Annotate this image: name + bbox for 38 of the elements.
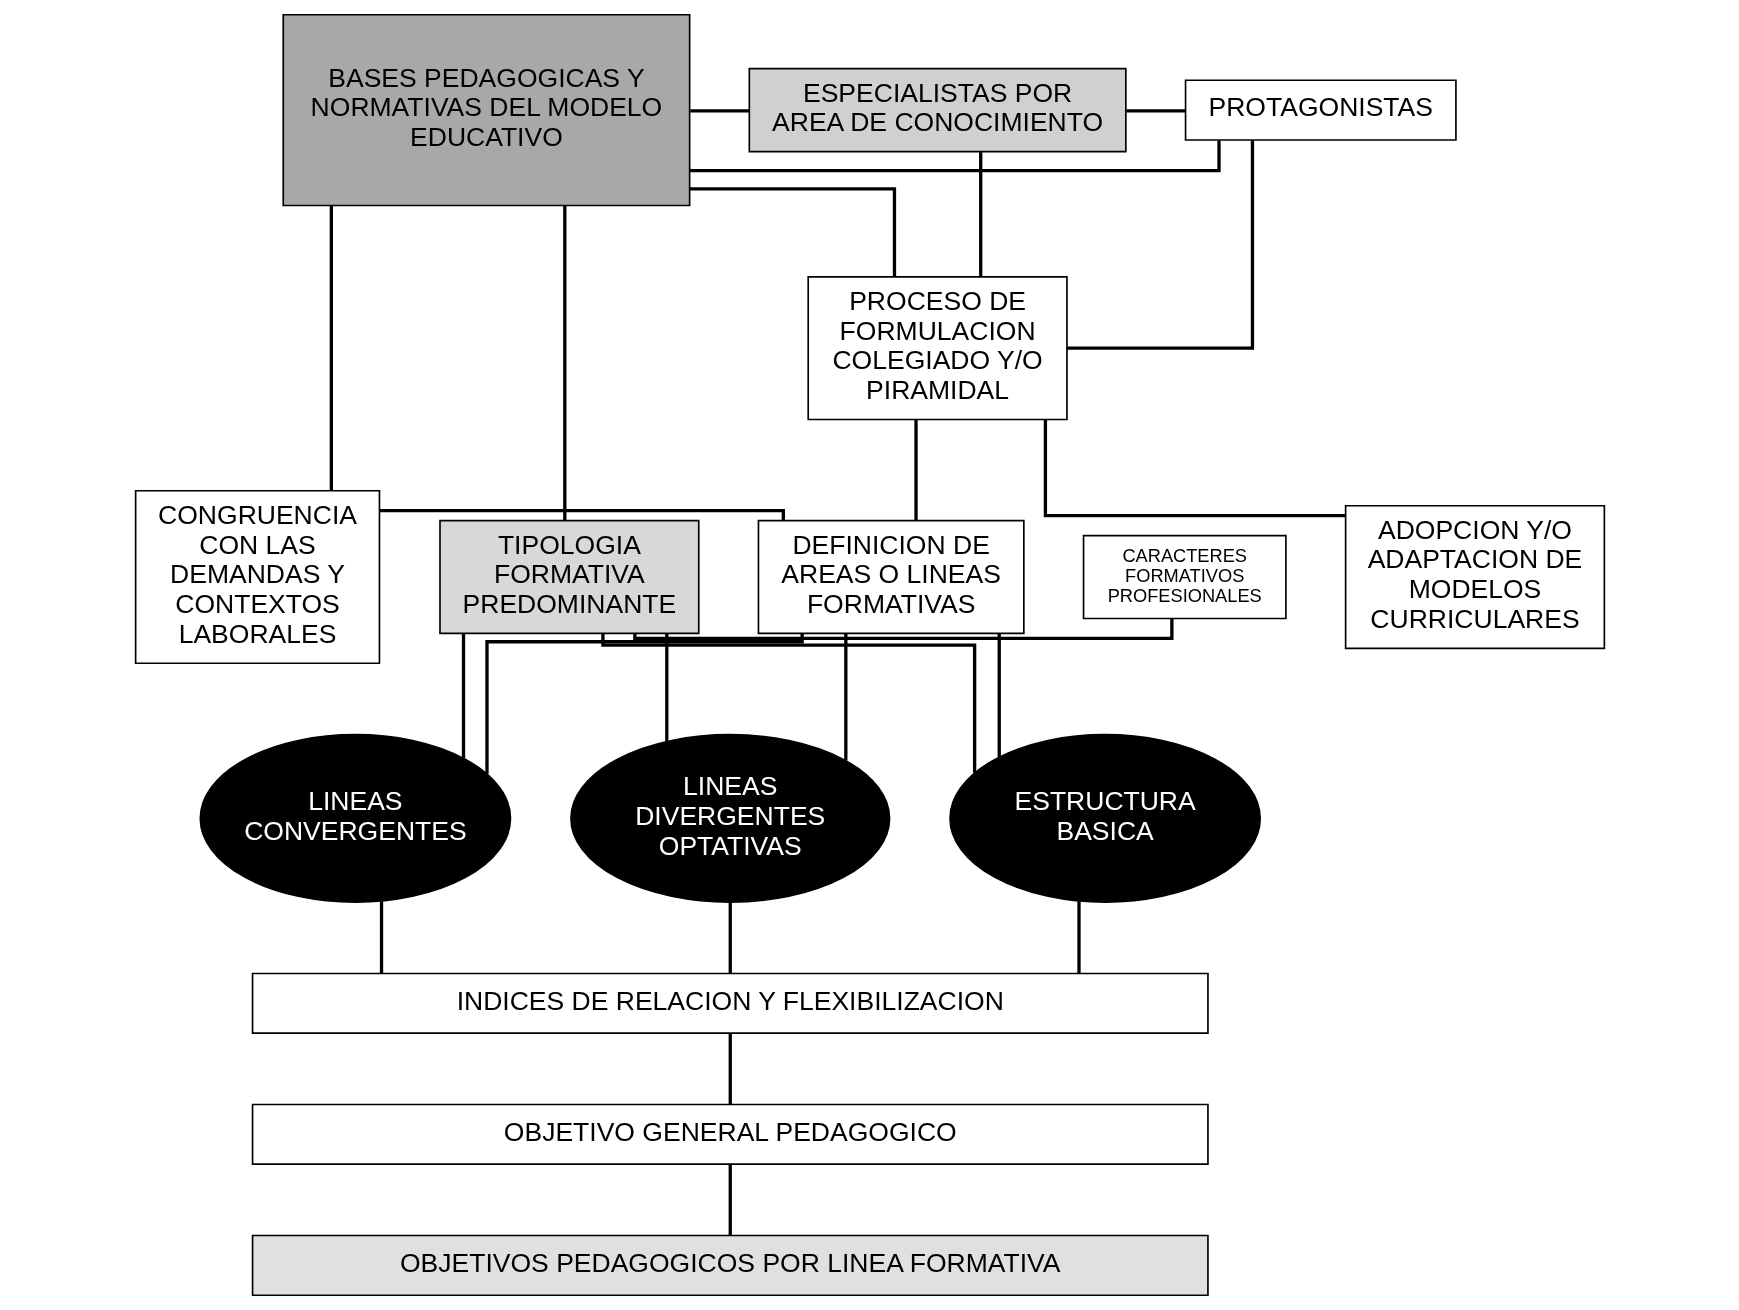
connector — [329, 205, 333, 491]
connector — [997, 633, 1001, 758]
connector — [728, 1033, 732, 1105]
node-ellipse: LINEAS CONVERGENTES — [199, 733, 511, 903]
connector — [1076, 901, 1081, 974]
connector — [689, 140, 1221, 173]
connector — [843, 633, 847, 761]
node-ellipse: LINEAS DIVERGENTES OPTATIVAS — [569, 733, 890, 903]
connector — [600, 633, 976, 773]
connector — [1043, 419, 1345, 518]
connector — [689, 187, 896, 277]
node-box: ADOPCION Y/O ADAPTACION DE MODELOS CURRICULARES — [1344, 504, 1605, 650]
node-box: DEFINICION DE AREAS O LINEAS FORMATIVAS — [757, 519, 1025, 635]
node-box: OBJETIVO GENERAL PEDAGOGICO — [251, 1103, 1209, 1166]
node-box: CARACTERES FORMATIVOS PROFESIONALES — [1082, 534, 1287, 620]
node-box: TIPOLOGIA FORMATIVA PREDOMINANTE — [438, 519, 700, 635]
connector — [562, 205, 566, 521]
node-box: ESPECIALISTAS POR AREA DE CONOCIMIENTO — [748, 67, 1127, 153]
connector — [1066, 140, 1254, 350]
node-ellipse: ESTRUCTURA BASICA — [948, 733, 1261, 903]
node-box: OBJETIVOS PEDAGOGICOS POR LINEA FORMATIVA — [251, 1234, 1209, 1297]
connector — [978, 152, 982, 277]
node-box: PROCESO DE FORMULACION COLEGIADO Y/O PIRAMIDAL — [806, 276, 1068, 421]
connector — [461, 633, 465, 758]
node-box: CONGRUENCIA CON LAS DEMANDAS Y CONTEXTOS LABORALES — [134, 489, 380, 665]
connector — [379, 509, 785, 521]
node-box: PROTAGONISTAS — [1184, 79, 1457, 141]
node-box: BASES PEDAGOGICAS Y NORMATIVAS DEL MODELO EDUCATIVO — [281, 13, 690, 207]
node-box: INDICES DE RELACION Y FLEXIBILIZACION — [251, 972, 1209, 1034]
connector — [379, 901, 383, 974]
connector — [632, 619, 1174, 641]
connector — [728, 1164, 732, 1236]
connector — [913, 419, 918, 520]
connector — [1125, 109, 1185, 113]
connector — [689, 109, 749, 113]
connector — [664, 633, 668, 742]
connector — [728, 902, 732, 974]
connector — [484, 633, 804, 774]
